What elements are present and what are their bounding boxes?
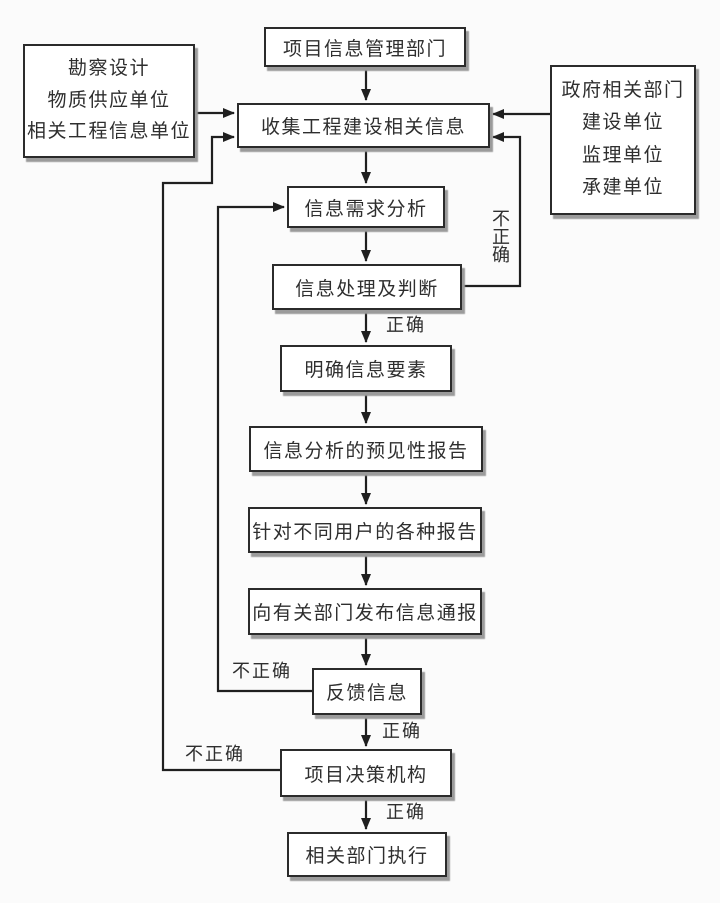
- edge-processing-incorrect-to-collect: [462, 132, 522, 288]
- node-line: 监理单位: [581, 144, 664, 166]
- node-line: 相关工程信息单位: [27, 120, 192, 142]
- label-correct-decision: 正确: [386, 802, 426, 822]
- node-label: 项目信息管理部门: [282, 38, 447, 60]
- edge-feedback-incorrect-to-demand: [216, 202, 312, 693]
- node-collect-info: 收集工程建设相关信息: [237, 103, 490, 148]
- node-label: 信息处理及判断: [295, 278, 439, 300]
- node-execute: 相关部门执行: [287, 832, 447, 877]
- label-correct-feedback: 正确: [382, 721, 422, 741]
- edge-decision-incorrect-to-collect: [161, 132, 280, 772]
- node-decision-body: 项目决策机构: [280, 749, 452, 797]
- node-clarify-elements: 明确信息要素: [280, 345, 452, 392]
- node-label: 收集工程建设相关信息: [260, 117, 466, 138]
- node-predictive-report: 信息分析的预见性报告: [249, 426, 483, 472]
- node-project-info-dept: 项目信息管理部门: [264, 27, 466, 67]
- node-line: 建设单位: [581, 112, 664, 134]
- node-line: 物质供应单位: [47, 89, 171, 111]
- node-label: 信息分析的预见性报告: [263, 440, 469, 462]
- node-label: 针对不同用户的各种报告: [252, 521, 478, 543]
- label-incorrect-processing: 不正确: [492, 209, 510, 265]
- node-label: 信息需求分析: [304, 198, 428, 220]
- node-label: 项目决策机构: [304, 764, 428, 786]
- node-label: 反馈信息: [325, 683, 408, 704]
- node-sources-left: 勘察设计 物质供应单位 相关工程信息单位: [23, 44, 195, 158]
- label-correct-processing: 正确: [386, 315, 426, 335]
- node-processing-judgment: 信息处理及判断: [272, 264, 462, 310]
- node-user-reports: 针对不同用户的各种报告: [248, 507, 482, 553]
- node-demand-analysis: 信息需求分析: [287, 186, 445, 228]
- label-incorrect-feedback: 不正确: [232, 661, 292, 681]
- label-incorrect-decision: 不正确: [185, 744, 245, 764]
- node-bulletin: 向有关部门发布信息通报: [248, 588, 482, 635]
- node-feedback: 反馈信息: [312, 668, 422, 715]
- node-label: 明确信息要素: [304, 360, 428, 381]
- node-label: 向有关部门发布信息通报: [252, 603, 478, 624]
- node-line: 承建单位: [581, 177, 664, 199]
- node-label: 相关部门执行: [305, 846, 429, 867]
- node-sources-right: 政府相关部门 建设单位 监理单位 承建单位: [550, 65, 696, 215]
- node-line: 政府相关部门: [561, 79, 685, 101]
- node-line: 勘察设计: [67, 58, 150, 80]
